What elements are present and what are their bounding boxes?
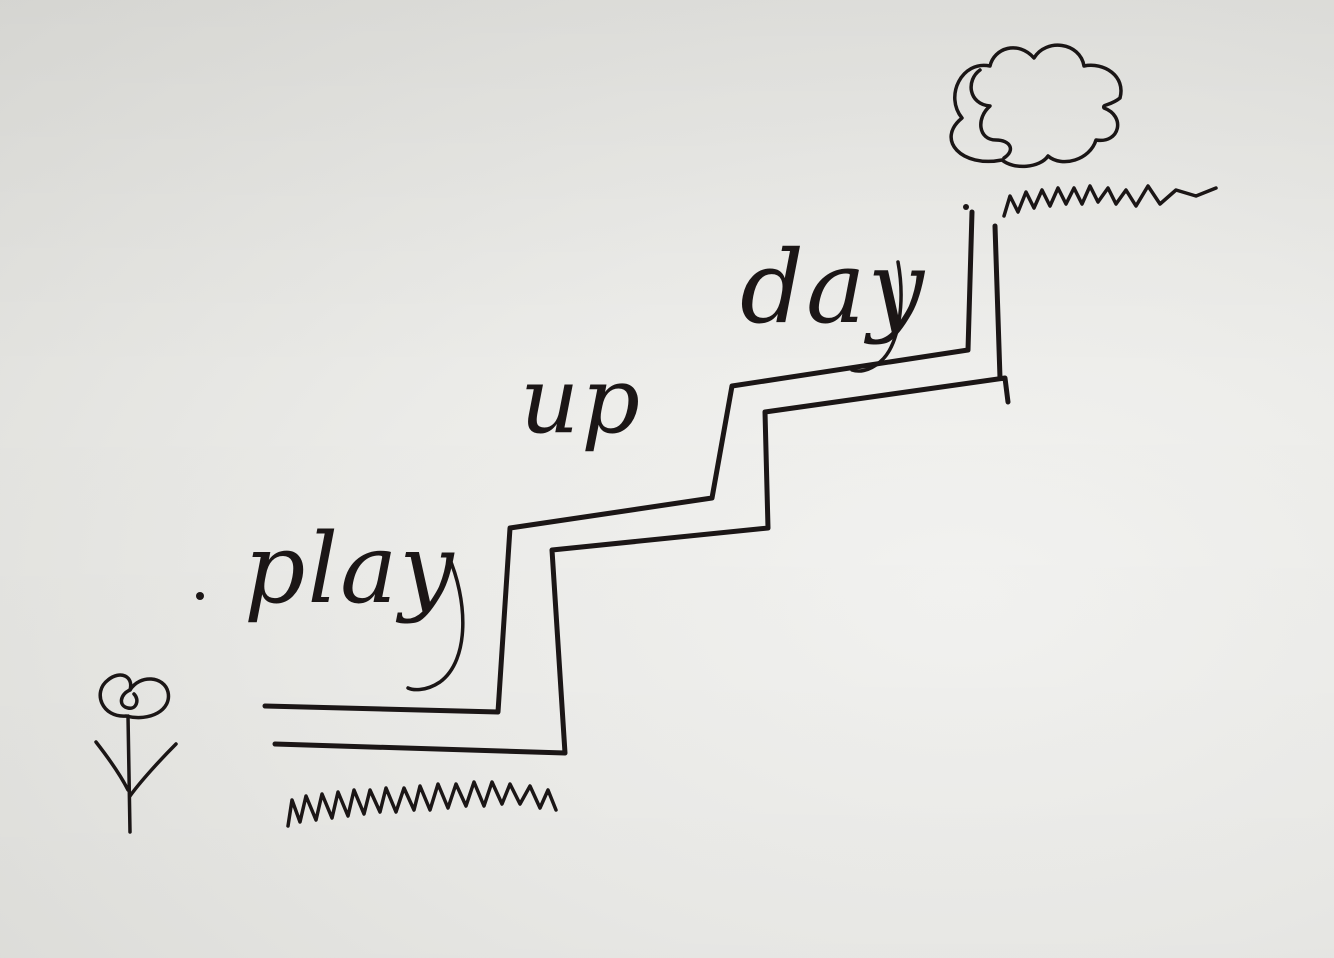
grass-bottom-icon bbox=[286, 780, 558, 828]
word-day: day bbox=[740, 229, 926, 346]
flower-stem bbox=[126, 714, 132, 834]
ink-dot-top bbox=[963, 204, 969, 210]
flower-icon bbox=[94, 673, 178, 834]
flower-center bbox=[119, 688, 139, 710]
staircase-upper-riser-right bbox=[992, 223, 1003, 381]
flower-leaf-right bbox=[128, 742, 178, 798]
day-descender bbox=[850, 260, 903, 373]
cloud-inner-curl bbox=[969, 68, 1013, 160]
cloud-icon bbox=[949, 43, 1123, 169]
ink-dot bbox=[196, 592, 204, 600]
flower-leaf-left bbox=[94, 740, 130, 792]
play-descender bbox=[406, 553, 465, 692]
word-up: up bbox=[520, 347, 642, 454]
staircase bbox=[262, 209, 1011, 756]
grass-top-icon bbox=[1002, 184, 1218, 218]
staircase-lower-line bbox=[272, 375, 1011, 756]
word-play: play bbox=[244, 513, 456, 625]
staircase-upper-line bbox=[262, 209, 975, 715]
